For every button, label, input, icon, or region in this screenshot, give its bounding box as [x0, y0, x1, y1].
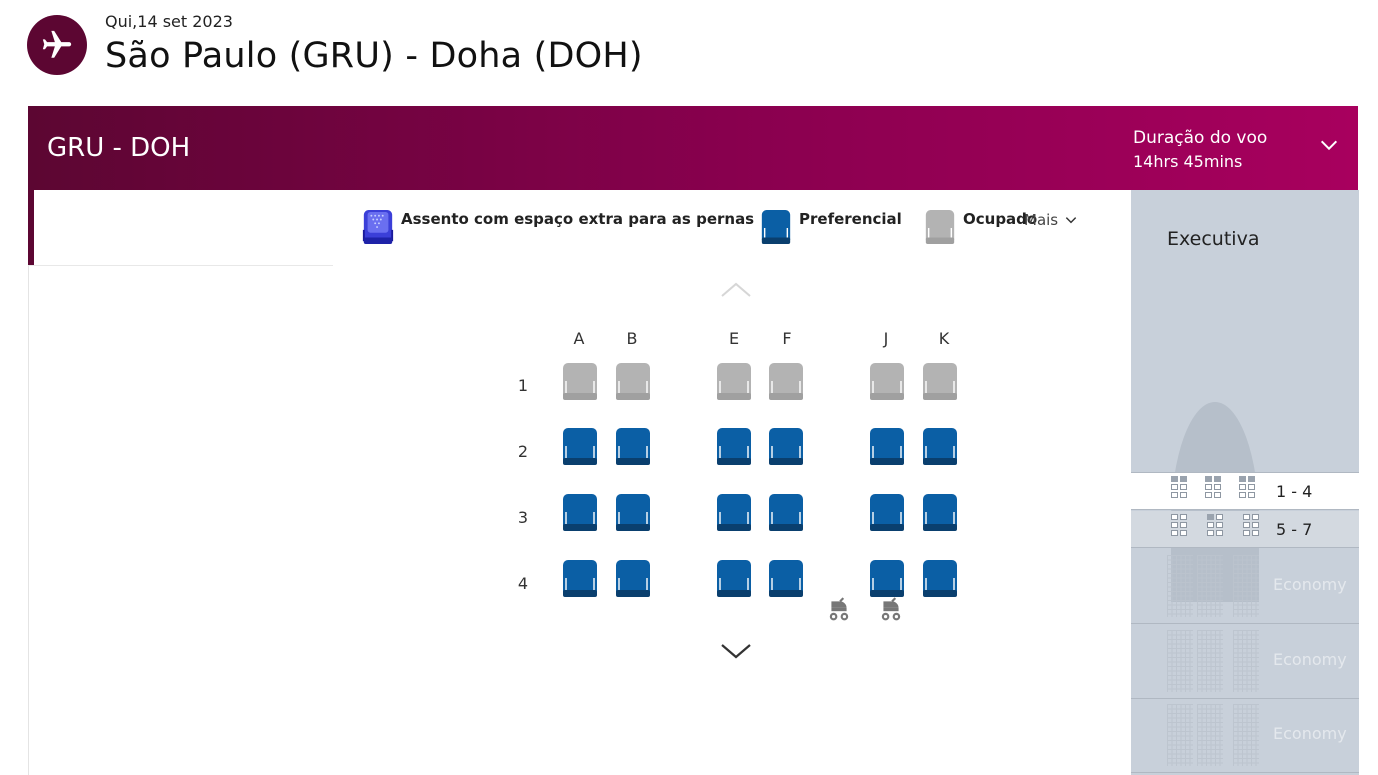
legend-occupied-label: Ocupado	[963, 210, 1038, 228]
economy-label: Economy	[1273, 724, 1347, 743]
active-tab-indicator	[28, 190, 34, 265]
chevron-up-icon	[721, 282, 751, 297]
stroller-icon	[881, 597, 901, 621]
mini-seat-icon	[1171, 476, 1187, 498]
economy-label: Economy	[1273, 650, 1347, 669]
legend-more-button[interactable]: Mais	[1024, 211, 1078, 229]
seat-2K-preferred[interactable]	[922, 427, 958, 467]
seat-4E-preferred[interactable]	[716, 559, 752, 599]
mini-seat-icon	[1205, 476, 1221, 498]
seat-4B-preferred[interactable]	[615, 559, 651, 599]
mini-seat-icon	[1171, 514, 1187, 536]
mini-seat-icon	[1243, 514, 1259, 536]
seat-3A-preferred[interactable]	[562, 493, 598, 533]
legend-extra-legroom-label: Assento com espaço extra para as pernas	[401, 210, 755, 228]
seat-3E-preferred[interactable]	[716, 493, 752, 533]
bassinet-position	[878, 596, 904, 626]
seat-3J-preferred[interactable]	[869, 493, 905, 533]
seat-1J-occupied	[869, 362, 905, 402]
left-panel	[28, 190, 334, 775]
seat-4K-preferred[interactable]	[922, 559, 958, 599]
row-number: 3	[517, 508, 529, 527]
seat-4F-preferred[interactable]	[768, 559, 804, 599]
seat-3F-preferred[interactable]	[768, 493, 804, 533]
chevron-down-icon	[721, 644, 751, 659]
seat-1F-occupied	[768, 362, 804, 402]
cabin-overview-panel: Executiva 1 - 4 5 - 7 Economy Economy Ec…	[1131, 190, 1359, 775]
chevron-down-icon	[1065, 217, 1077, 224]
seat-2E-preferred[interactable]	[716, 427, 752, 467]
seat-2A-preferred[interactable]	[562, 427, 598, 467]
row-number: 2	[517, 442, 529, 461]
legend-occupied: Ocupado	[923, 209, 1037, 247]
seat-1E-occupied	[716, 362, 752, 402]
seat-1K-occupied	[922, 362, 958, 402]
passenger-tab[interactable]	[28, 190, 333, 266]
column-label: A	[573, 329, 585, 348]
seat-2B-preferred[interactable]	[615, 427, 651, 467]
seat-3K-preferred[interactable]	[922, 493, 958, 533]
cabin-section-label: 1 - 4	[1276, 481, 1313, 501]
seat-1A-occupied	[562, 362, 598, 402]
extra-legroom-seat-icon	[362, 210, 394, 245]
column-label: J	[883, 329, 889, 348]
cabin-economy-block[interactable]: Economy	[1131, 698, 1359, 773]
seat-4J-preferred[interactable]	[869, 559, 905, 599]
economy-label: Economy	[1273, 575, 1347, 594]
seat-1B-occupied	[615, 362, 651, 402]
legend-preferred: Preferencial	[759, 209, 902, 247]
flight-leg-banner[interactable]: GRU - DOH Duração do voo 14hrs 45mins	[28, 106, 1358, 190]
column-label: B	[626, 329, 638, 348]
occupied-seat-icon	[925, 210, 955, 245]
seat-2F-preferred[interactable]	[768, 427, 804, 467]
cabin-economy-block[interactable]: Economy	[1131, 624, 1359, 699]
stroller-icon	[829, 597, 849, 621]
seat-3B-preferred[interactable]	[615, 493, 651, 533]
flight-date: Qui,14 set 2023	[105, 12, 233, 31]
page-title: São Paulo (GRU) - Doha (DOH)	[105, 36, 643, 76]
legend-preferred-label: Preferencial	[799, 210, 902, 228]
column-label: F	[782, 329, 792, 348]
legend-extra-legroom: Assento com espaço extra para as pernas	[361, 209, 754, 247]
banner-expand-button[interactable]	[1318, 134, 1340, 160]
column-label: E	[728, 329, 740, 348]
cabin-section-5-7[interactable]: 5 - 7	[1131, 511, 1359, 548]
airplane-icon-badge	[27, 15, 87, 75]
preferred-seat-icon	[761, 210, 791, 245]
cabin-economy-block[interactable]: Economy	[1131, 549, 1359, 624]
scroll-down-button[interactable]	[720, 641, 752, 665]
flight-leg-label: GRU - DOH	[47, 133, 191, 163]
cabin-name: Executiva	[1167, 228, 1260, 250]
bassinet-position	[826, 596, 852, 626]
mini-seat-icon	[1239, 476, 1255, 498]
cabin-section-1-4[interactable]: 1 - 4	[1131, 472, 1359, 510]
seat-4A-preferred[interactable]	[562, 559, 598, 599]
chevron-down-icon	[1320, 140, 1338, 151]
seat-2J-preferred[interactable]	[869, 427, 905, 467]
duration-label: Duração do voo	[1133, 128, 1268, 148]
airplane-icon	[42, 30, 72, 58]
column-label: K	[938, 329, 950, 348]
scroll-up-button[interactable]	[720, 280, 752, 304]
mini-seat-icon	[1207, 514, 1223, 536]
legend-more-label: Mais	[1024, 211, 1059, 229]
row-number: 4	[517, 574, 529, 593]
duration-value: 14hrs 45mins	[1133, 152, 1243, 171]
cabin-section-label: 5 - 7	[1276, 519, 1313, 539]
row-number: 1	[517, 376, 529, 395]
